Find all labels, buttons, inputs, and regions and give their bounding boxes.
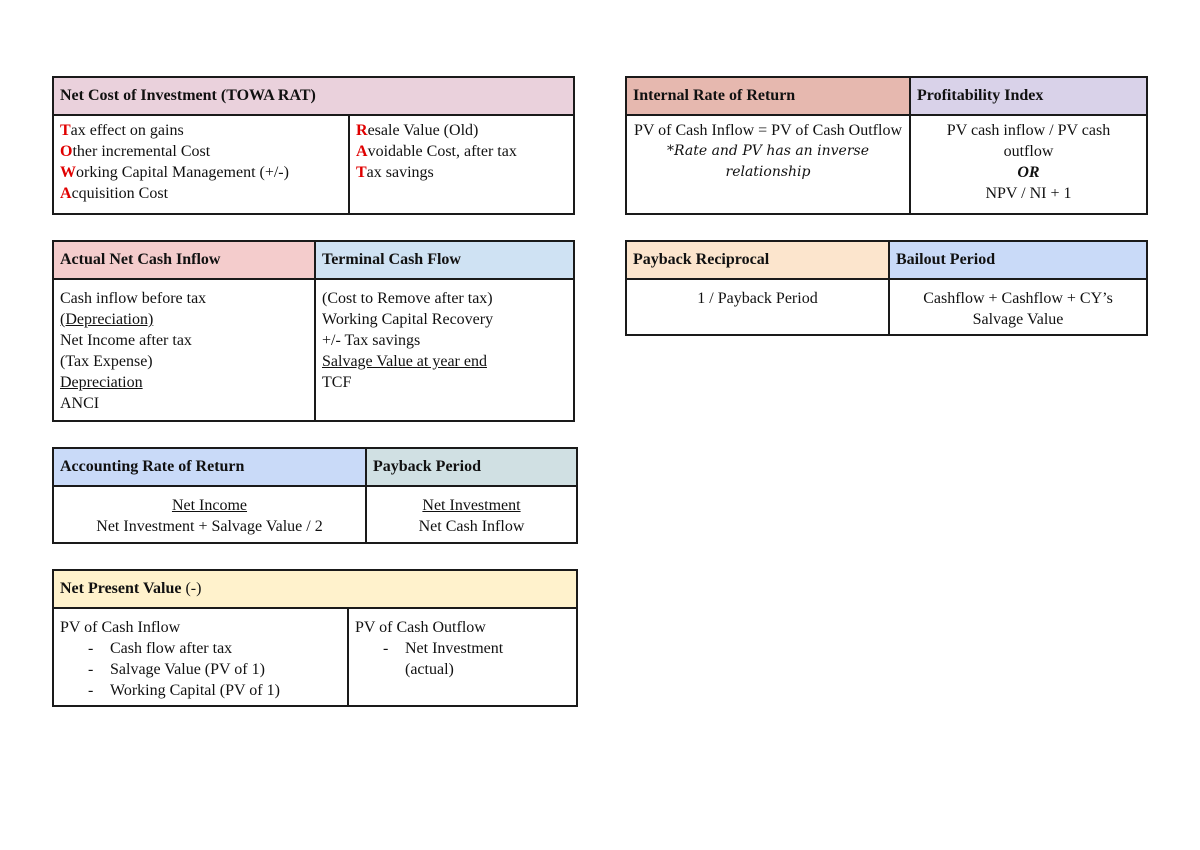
column-divider [347, 607, 349, 705]
pi-formula: PV cash inflow / PV cash outflow [946, 122, 1111, 160]
tcf-line: +/- Tax savings [322, 332, 421, 349]
npv-inflow-title: PV of Cash Inflow [60, 619, 181, 636]
rat-item: Tax savings [356, 164, 434, 181]
tcf-cell: (Cost to Remove after tax) Working Capit… [316, 278, 573, 420]
header-payback-reciprocal: Payback Reciprocal [627, 242, 888, 278]
payback-numerator: Net Investment [422, 497, 521, 514]
arr-denominator: Net Investment + Salvage Value / 2 [96, 518, 323, 535]
irr-formula: PV of Cash Inflow = PV of Cash Outflow [634, 122, 902, 139]
towa-item: Tax effect on gains [60, 122, 184, 139]
npv-title: Net Present Value [60, 580, 182, 597]
pi-cell: PV cash inflow / PV cash outflow OR NPV … [911, 114, 1146, 213]
anci-line: Net Income after tax [60, 332, 192, 349]
header-bailout: Bailout Period [890, 242, 1146, 278]
header-pi: Profitability Index [911, 78, 1146, 114]
table-header: Accounting Rate of Return Payback Period [54, 449, 576, 487]
tcf-line: Working Capital Recovery [322, 311, 494, 328]
tcf-line: (Cost to Remove after tax) [322, 290, 493, 307]
header-anci: Actual Net Cash Inflow [54, 242, 314, 278]
rat-item: Resale Value (Old) [356, 122, 479, 139]
anci-line: Cash inflow before tax [60, 290, 207, 307]
bailout-cell: Cashflow + Cashflow + CY’s Salvage Value [890, 278, 1146, 334]
towa-item: Acquisition Cost [60, 185, 169, 202]
tcf-line: Salvage Value at year end [322, 353, 487, 370]
table-header: Net Cost of Investment (TOWA RAT) [54, 78, 573, 116]
column-divider [888, 278, 890, 334]
arr-cell: Net Income Net Investment + Salvage Valu… [54, 485, 365, 542]
npv-inflow-item: -Cash flow after tax [88, 640, 233, 657]
payback-reciprocal-bailout-table: Payback Reciprocal Bailout Period 1 / Pa… [625, 240, 1148, 336]
column-divider [365, 485, 367, 542]
tcf-line: TCF [322, 374, 352, 391]
pi-alt-formula: NPV / NI + 1 [985, 185, 1072, 202]
rat-column: Resale Value (Old) Avoidable Cost, after… [350, 114, 573, 213]
arr-payback-table: Accounting Rate of Return Payback Period… [52, 447, 578, 544]
anci-line: (Tax Expense) [60, 353, 153, 370]
header-net-cost: Net Cost of Investment (TOWA RAT) [60, 87, 316, 104]
anci-cell: Cash inflow before tax (Depreciation) Ne… [54, 278, 314, 420]
column-divider [888, 242, 890, 278]
anci-line: ANCI [60, 395, 100, 412]
table-header: Net Present Value (-) [54, 571, 576, 609]
payback-reciprocal-formula: 1 / Payback Period [697, 290, 818, 307]
header-npv: Net Present Value (-) [54, 571, 576, 607]
net-cost-of-investment-table: Net Cost of Investment (TOWA RAT) Tax ef… [52, 76, 575, 215]
header-arr: Accounting Rate of Return [54, 449, 365, 485]
table-header: Internal Rate of Return Profitability In… [627, 78, 1146, 116]
irr-note: *Rate and PV has an inverse relationship [667, 143, 869, 180]
npv-inflow-item: -Working Capital (PV of 1) [88, 682, 280, 699]
table-header: Payback Reciprocal Bailout Period [627, 242, 1146, 280]
npv-inflow-cell: PV of Cash Inflow -Cash flow after tax -… [54, 607, 347, 705]
npv-outflow-item: -Net Investment (actual) [383, 640, 504, 678]
npv-title-suffix: (-) [181, 580, 202, 597]
header-irr: Internal Rate of Return [627, 78, 909, 114]
column-divider [365, 449, 367, 485]
npv-inflow-item: -Salvage Value (PV of 1) [88, 661, 265, 678]
table-header: Actual Net Cash Inflow Terminal Cash Flo… [54, 242, 573, 280]
towa-item: Working Capital Management (+/-) [60, 164, 289, 181]
payback-reciprocal-cell: 1 / Payback Period [627, 278, 888, 334]
irr-pi-table: Internal Rate of Return Profitability In… [625, 76, 1148, 215]
anci-tcf-table: Actual Net Cash Inflow Terminal Cash Flo… [52, 240, 575, 422]
column-divider [909, 114, 911, 213]
column-divider [314, 242, 316, 278]
bailout-formula: Cashflow + Cashflow + CY’s Salvage Value [923, 290, 1113, 328]
npv-outflow-cell: PV of Cash Outflow -Net Investment (actu… [349, 607, 576, 705]
header-payback: Payback Period [367, 449, 576, 485]
npv-table: Net Present Value (-) PV of Cash Inflow … [52, 569, 578, 707]
column-divider [348, 114, 350, 213]
payback-cell: Net Investment Net Cash Inflow [367, 485, 576, 542]
column-divider [909, 78, 911, 114]
towa-column: Tax effect on gains Other incremental Co… [54, 114, 348, 213]
anci-line: Depreciation [60, 374, 143, 391]
column-divider [314, 278, 316, 420]
npv-outflow-title: PV of Cash Outflow [355, 619, 486, 636]
irr-cell: PV of Cash Inflow = PV of Cash Outflow *… [627, 114, 909, 213]
arr-numerator: Net Income [171, 497, 248, 514]
rat-item: Avoidable Cost, after tax [356, 143, 517, 160]
payback-denominator: Net Cash Inflow [418, 518, 525, 535]
towa-item: Other incremental Cost [60, 143, 211, 160]
header-tcf: Terminal Cash Flow [316, 242, 573, 278]
anci-line: (Depreciation) [60, 311, 154, 328]
pi-or: OR [1017, 164, 1040, 181]
